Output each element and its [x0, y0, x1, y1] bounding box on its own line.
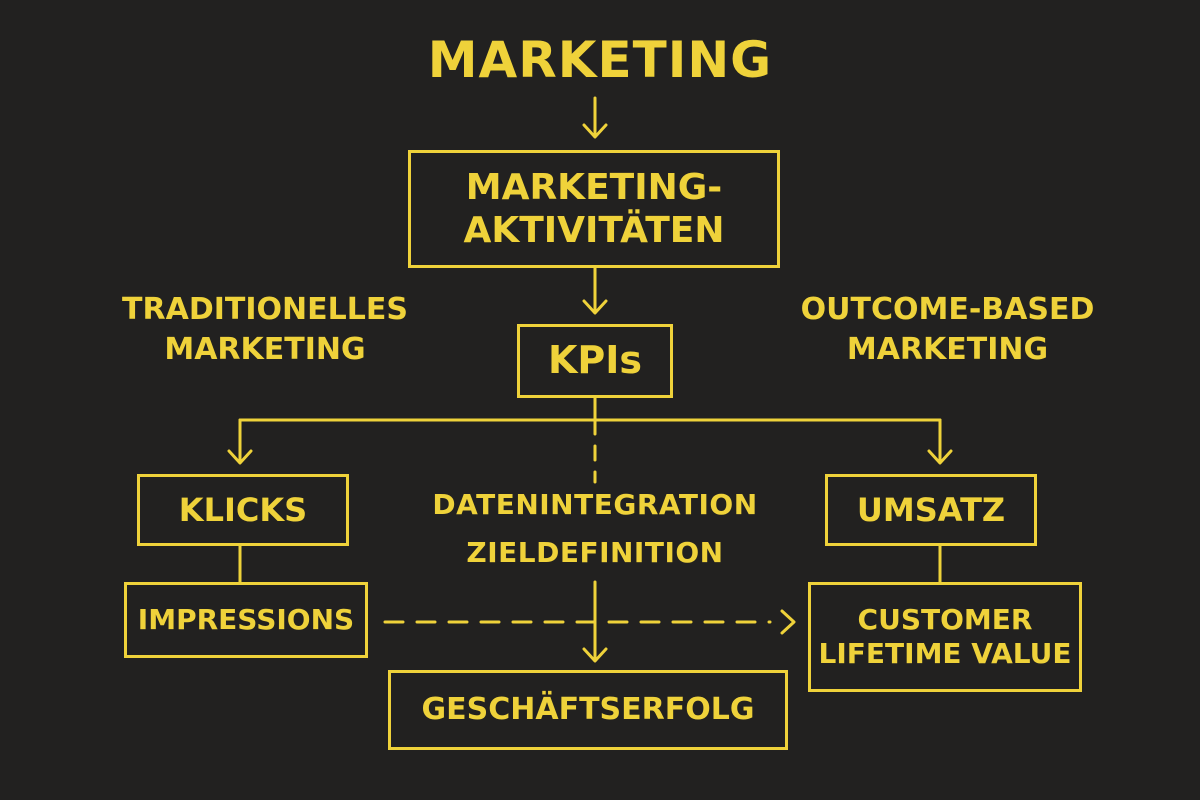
node-marketing-activities: MARKETING- AKTIVITÄTEN [408, 150, 780, 268]
arrowhead-umsatz [927, 449, 953, 465]
node-umsatz-label: UMSATZ [856, 490, 1006, 529]
node-impressions-label: IMPRESSIONS [137, 603, 355, 637]
node-klicks-label: KLICKS [178, 490, 308, 529]
arrowhead-klicks [227, 449, 253, 465]
node-customer-lifetime-value: CUSTOMER LIFETIME VALUE [808, 582, 1082, 692]
node-clv-line-2: LIFETIME VALUE [818, 637, 1072, 670]
node-umsatz: UMSATZ [825, 474, 1037, 546]
side-label-outcome-based-line-2: MARKETING [846, 332, 1049, 367]
side-label-traditional: TRADITIONELLES MARKETING [95, 290, 435, 370]
center-label-goal-definition: ZIELDEFINITION [466, 536, 724, 569]
node-clv-line-1: CUSTOMER [857, 603, 1033, 637]
node-business-success-label: GESCHÄFTSERFOLG [421, 692, 755, 727]
node-kpis: KPIs [517, 324, 673, 398]
arrowhead-clv [780, 609, 796, 635]
side-label-traditional-line-2: MARKETING [164, 332, 366, 367]
center-label-data-integration: DATENINTEGRATION [432, 488, 758, 521]
node-kpis-label: KPIs [547, 338, 643, 383]
arrowhead-activities [582, 123, 608, 139]
side-label-outcome-based-line-1: OUTCOME-BASED [800, 292, 1095, 327]
arrowhead-success [582, 647, 608, 663]
side-label-traditional-line-1: TRADITIONELLES [122, 292, 408, 327]
node-impressions: IMPRESSIONS [124, 582, 368, 658]
side-label-outcome-based: OUTCOME-BASED MARKETING [775, 290, 1120, 370]
node-business-success: GESCHÄFTSERFOLG [388, 670, 788, 750]
node-klicks: KLICKS [137, 474, 349, 546]
node-marketing-activities-line-2: AKTIVITÄTEN [463, 210, 725, 251]
arrowhead-kpis [582, 299, 608, 315]
node-marketing-activities-line-1: MARKETING- [465, 166, 723, 208]
diagram-title: MARKETING [427, 31, 773, 89]
